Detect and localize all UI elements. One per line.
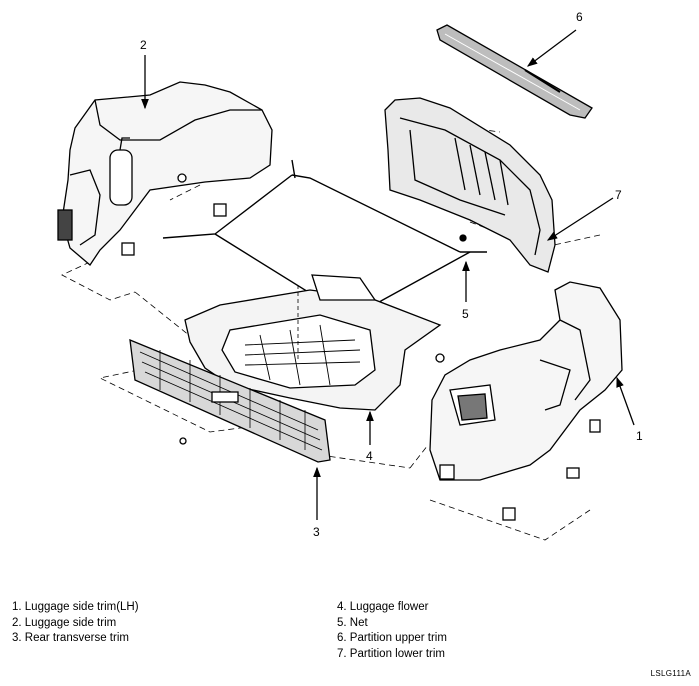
luggage-floor-drawing: [184, 274, 442, 411]
callout-7: 7: [615, 188, 622, 202]
legend-left-column: 1. Luggage side trim(LH) 2. Luggage side…: [12, 600, 139, 647]
legend-item-5: 5. Net: [337, 616, 368, 629]
legend-item-6: 6. Partition upper trim: [337, 632, 447, 644]
partition-lower-trim-drawing: [384, 97, 556, 273]
exploded-parts-diagram: 1 2 3 4 5 6 7: [57, 10, 643, 541]
figure-code: LSLG111A: [650, 669, 691, 678]
luggage-side-trim-lh-drawing: [429, 281, 623, 521]
callout-1: 1: [636, 429, 643, 443]
luggage-side-trim-left-drawing: [57, 81, 273, 266]
rear-transverse-trim-drawing: [129, 338, 331, 463]
legend-right-column: 4. Luggage flower 5. Net 6. Partition up…: [337, 600, 447, 662]
legend-item-1: 1. Luggage side trim(LH): [12, 601, 139, 613]
legend-item-2: 2. Luggage side trim: [12, 616, 117, 629]
legend-item-7: 7. Partition lower trim: [337, 647, 446, 660]
leader-lines: [141, 29, 635, 520]
callout-5: 5: [462, 307, 469, 321]
callout-4: 4: [366, 449, 373, 463]
legend-item-3: 3. Rear transverse trim: [12, 632, 129, 644]
callout-6: 6: [576, 10, 583, 24]
partition-upper-trim-drawing: [436, 24, 593, 119]
callout-3: 3: [313, 525, 320, 539]
legend-item-4: 4. Luggage flower: [337, 601, 429, 613]
callout-2: 2: [140, 38, 147, 52]
